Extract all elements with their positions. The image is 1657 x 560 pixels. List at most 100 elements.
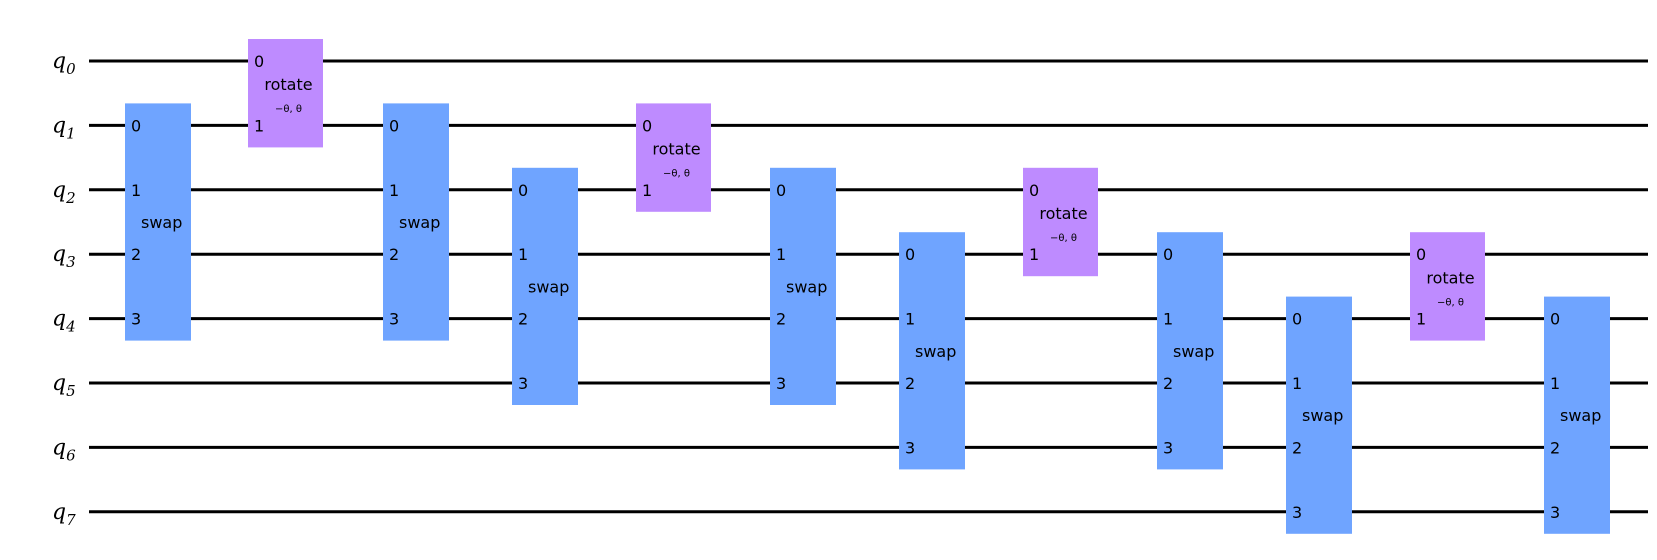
qubit-label-base: q bbox=[52, 49, 66, 74]
gate-port-label: 0 bbox=[776, 181, 786, 200]
gate-port-label: 3 bbox=[1550, 503, 1560, 522]
gate-port-label: 1 bbox=[518, 245, 528, 264]
gate-port-label: 2 bbox=[131, 245, 141, 264]
gate-port-label: 3 bbox=[131, 310, 141, 329]
rotate-gate[interactable]: 0 1 rotate −θ, θ bbox=[1410, 232, 1485, 341]
qubit-label-base: q bbox=[52, 242, 66, 267]
gate-name: rotate bbox=[264, 75, 312, 94]
gate-name: swap bbox=[528, 277, 569, 296]
qubit-label-base: q bbox=[52, 371, 66, 396]
qubit-label-index: 5 bbox=[66, 382, 76, 400]
gate-port-label: 2 bbox=[1163, 374, 1173, 393]
gate-box bbox=[248, 39, 323, 148]
qubit-label-1: q1 bbox=[52, 113, 76, 142]
gate-port-label: 3 bbox=[905, 438, 915, 457]
qubit-label-index: 7 bbox=[66, 511, 76, 529]
gate-port-label: 1 bbox=[905, 310, 915, 329]
gate-box bbox=[125, 103, 191, 341]
rotate-gate[interactable]: 0 1 rotate −θ, θ bbox=[1023, 167, 1098, 277]
gate-param: −θ, θ bbox=[1050, 233, 1077, 244]
gate-port-label: 1 bbox=[389, 181, 399, 200]
gate-name: swap bbox=[1302, 406, 1343, 425]
qubit-label-base: q bbox=[52, 307, 66, 332]
gate-name: swap bbox=[1560, 406, 1601, 425]
qubit-label-7: q7 bbox=[52, 500, 76, 529]
gates: 0 1 2 3 swap 0 1 rotate −θ, θ 0 1 2 3 swap 0 1 2 3 swap 0 1 r… bbox=[125, 39, 1610, 534]
gate-name: rotate bbox=[652, 140, 700, 159]
gate-port-label: 3 bbox=[1163, 438, 1173, 457]
gate-name: rotate bbox=[1426, 268, 1474, 287]
gate-port-label: 0 bbox=[905, 245, 915, 264]
gate-box bbox=[1410, 232, 1485, 341]
gate-name: swap bbox=[1173, 342, 1214, 361]
gate-param: −θ, θ bbox=[663, 169, 690, 180]
qubit-label-index: 0 bbox=[66, 60, 76, 78]
gate-port-label: 2 bbox=[905, 374, 915, 393]
gate-port-label: 0 bbox=[1292, 310, 1302, 329]
gate-port-label: 2 bbox=[389, 245, 399, 264]
gate-box bbox=[1544, 296, 1610, 534]
qubit-label-base: q bbox=[52, 500, 66, 525]
gate-param: −θ, θ bbox=[1437, 297, 1464, 308]
gate-port-label: 3 bbox=[518, 374, 528, 393]
gate-box bbox=[1157, 232, 1223, 470]
swap-gate[interactable]: 0 1 2 3 swap bbox=[512, 167, 578, 405]
gate-port-label: 0 bbox=[1416, 245, 1426, 264]
rotate-gate[interactable]: 0 1 rotate −θ, θ bbox=[636, 103, 711, 212]
gate-name: rotate bbox=[1039, 204, 1087, 223]
gate-port-label: 2 bbox=[776, 310, 786, 329]
gate-port-label: 2 bbox=[1550, 438, 1560, 457]
gate-port-label: 0 bbox=[389, 116, 399, 135]
gate-port-label: 0 bbox=[642, 116, 652, 135]
gate-port-label: 2 bbox=[518, 310, 528, 329]
gate-box bbox=[899, 232, 965, 470]
gate-port-label: 1 bbox=[1292, 374, 1302, 393]
qubit-label-index: 4 bbox=[65, 318, 76, 336]
gate-box bbox=[1023, 167, 1098, 277]
gate-port-label: 0 bbox=[254, 52, 264, 71]
qubit-label-base: q bbox=[52, 113, 66, 138]
gate-box bbox=[1286, 296, 1352, 534]
qubit-label-4: q4 bbox=[52, 307, 76, 336]
qubit-label-0: q0 bbox=[52, 49, 76, 78]
gate-param: −θ, θ bbox=[275, 104, 302, 115]
qubit-label-index: 3 bbox=[66, 253, 76, 271]
qubit-label-index: 2 bbox=[65, 189, 76, 207]
gate-port-label: 3 bbox=[1292, 503, 1302, 522]
gate-port-label: 1 bbox=[1416, 310, 1426, 329]
gate-port-label: 3 bbox=[389, 310, 399, 329]
gate-name: swap bbox=[786, 277, 827, 296]
gate-name: swap bbox=[141, 213, 182, 232]
qubit-label-6: q6 bbox=[52, 435, 76, 464]
gate-box bbox=[512, 167, 578, 405]
qubit-label-2: q2 bbox=[52, 178, 76, 207]
gate-port-label: 1 bbox=[1029, 245, 1039, 264]
gate-port-label: 0 bbox=[518, 181, 528, 200]
qubit-label-index: 6 bbox=[66, 446, 76, 464]
gate-port-label: 3 bbox=[776, 374, 786, 393]
gate-box bbox=[383, 103, 449, 341]
qubit-wires bbox=[89, 59, 1648, 514]
gate-name: swap bbox=[915, 342, 956, 361]
gate-name: swap bbox=[399, 213, 440, 232]
gate-port-label: 1 bbox=[1550, 374, 1560, 393]
swap-gate[interactable]: 0 1 2 3 swap bbox=[383, 103, 449, 341]
gate-port-label: 1 bbox=[1163, 310, 1173, 329]
gate-port-label: 0 bbox=[1163, 245, 1173, 264]
swap-gate[interactable]: 0 1 2 3 swap bbox=[770, 167, 836, 405]
qubit-label-base: q bbox=[52, 178, 66, 203]
qubit-label-3: q3 bbox=[52, 242, 76, 271]
swap-gate[interactable]: 0 1 2 3 swap bbox=[1157, 232, 1223, 470]
gate-port-label: 0 bbox=[131, 116, 141, 135]
qubit-label-base: q bbox=[52, 435, 66, 460]
gate-port-label: 1 bbox=[642, 181, 652, 200]
gate-port-label: 0 bbox=[1029, 181, 1039, 200]
swap-gate[interactable]: 0 1 2 3 swap bbox=[899, 232, 965, 470]
gate-port-label: 1 bbox=[776, 245, 786, 264]
